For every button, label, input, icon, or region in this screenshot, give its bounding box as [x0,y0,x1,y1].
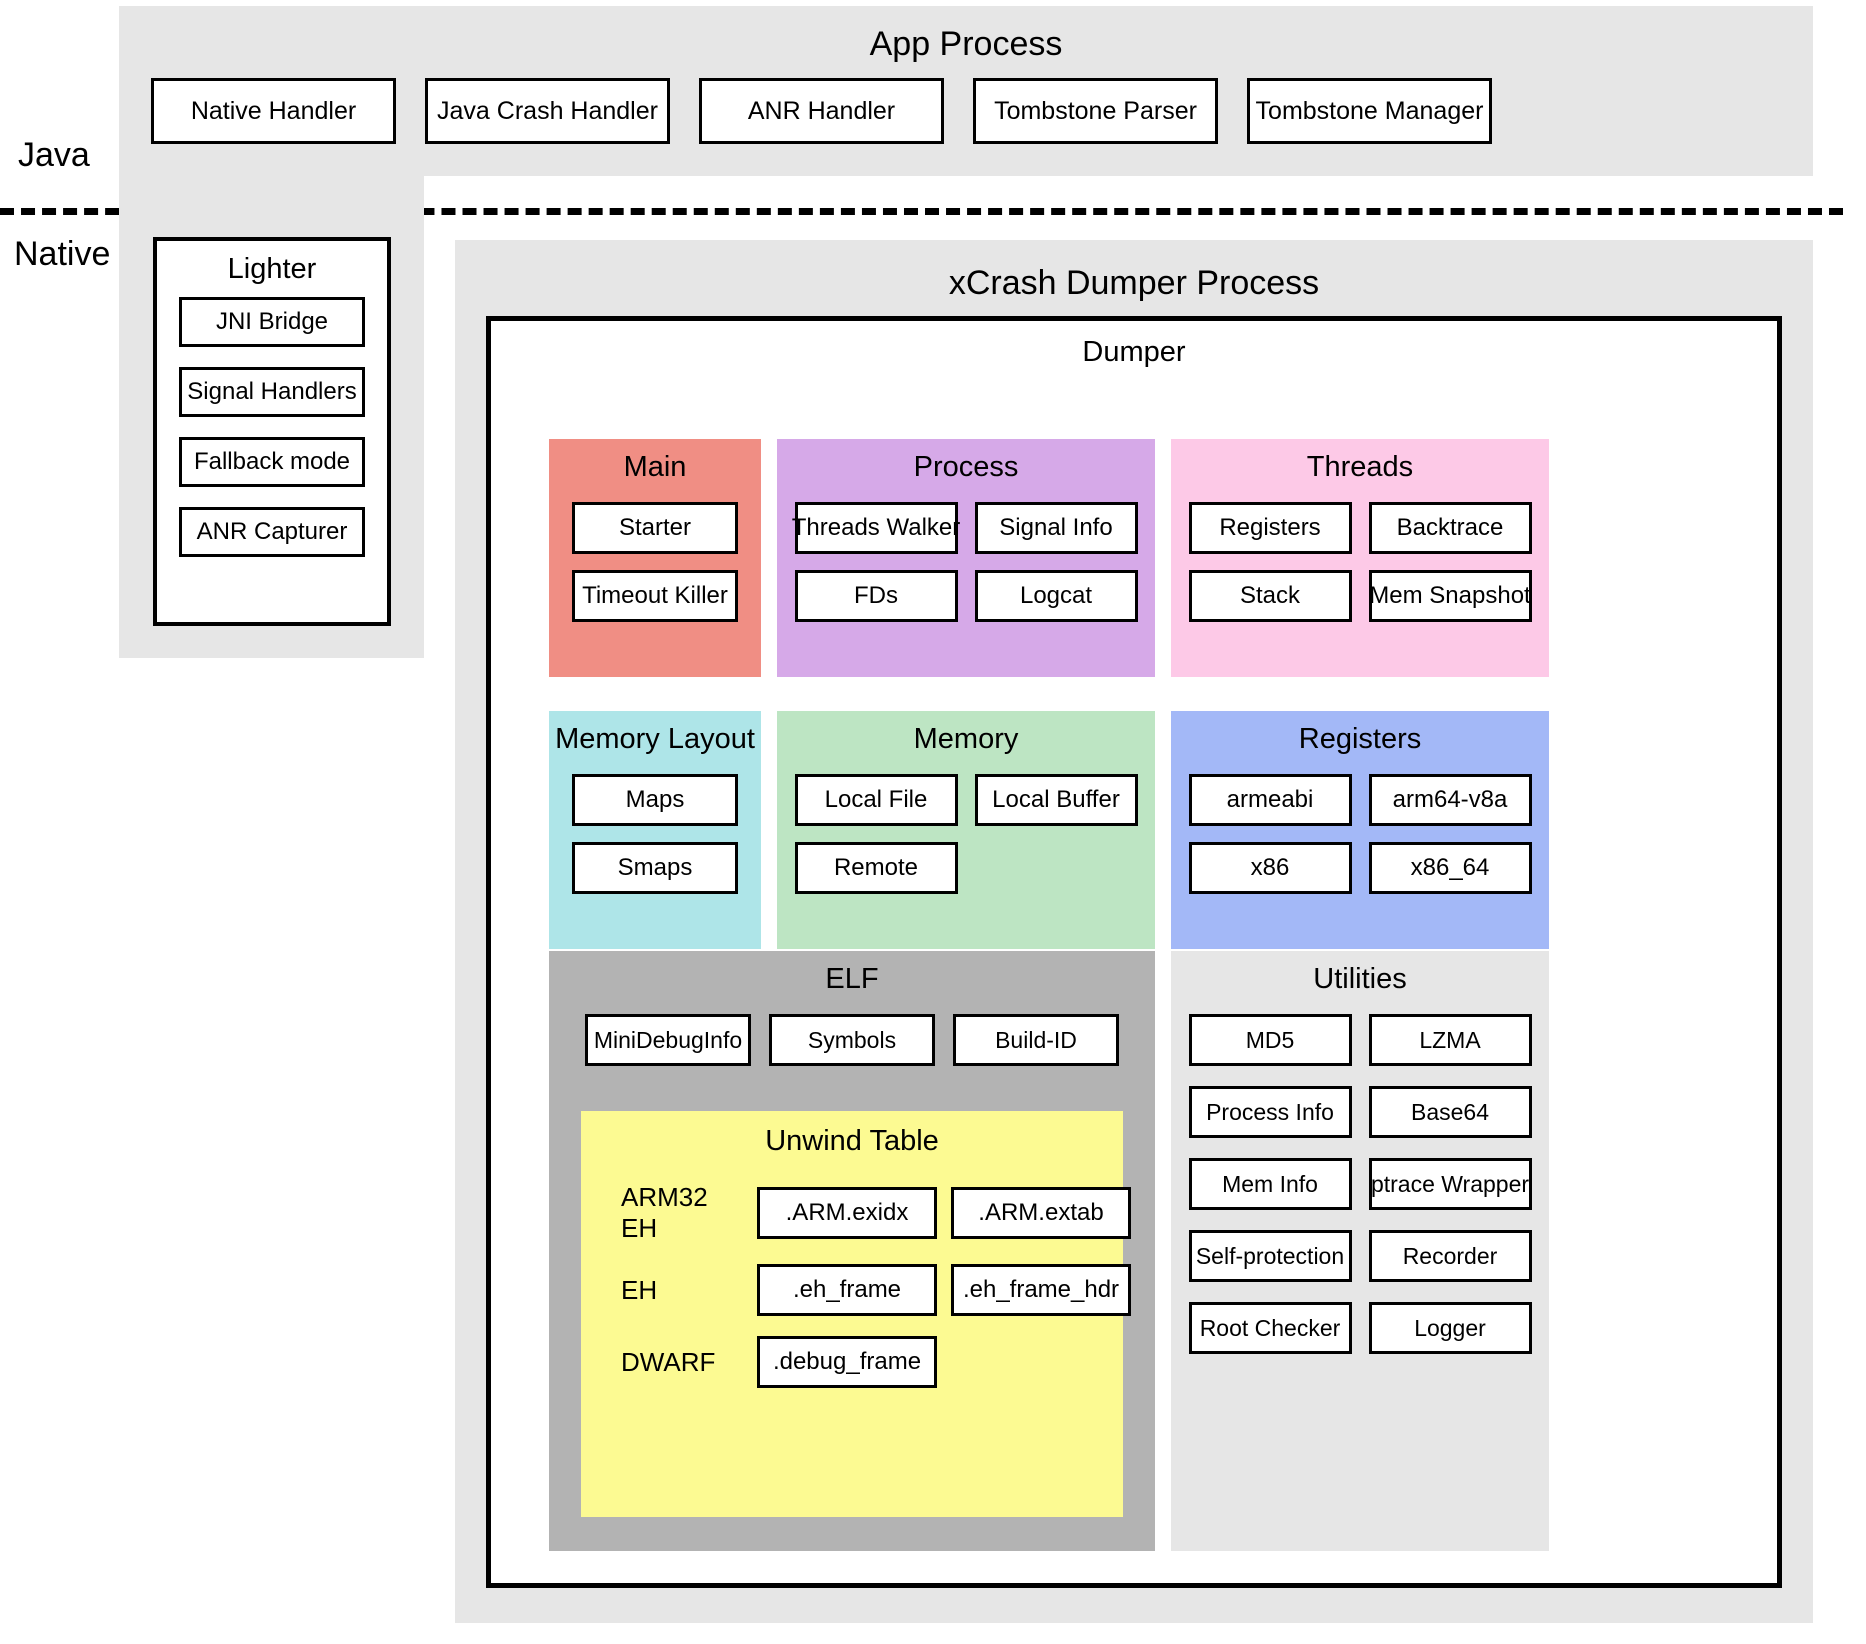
node-recorder[interactable]: Recorder [1368,1230,1532,1282]
unwind-row-label-arm32-eh: ARM32 EH [621,1182,708,1243]
node-mem-snapshot[interactable]: Mem Snapshot [1368,570,1532,622]
panel-memory-title: Memory [913,723,1019,755]
panel-unwind-table: Unwind Table ARM32 EH .ARM.exidx .ARM.ex… [581,1111,1131,1517]
panel-elf-title: ELF [825,963,879,995]
panel-main-title: Main [623,451,687,483]
app-process-handler-row: Native Handler Java Crash Handler ANR Ha… [119,78,1813,144]
node-smaps[interactable]: Smaps [572,842,738,894]
panel-utilities-items: MD5 LZMA Process Info Base64 Mem Info pt… [1171,1014,1549,1354]
panel-registers-title: Registers [1298,723,1422,755]
node-anr-handler[interactable]: ANR Handler [699,78,944,144]
panel-memory-layout: Memory Layout Maps Smaps [549,711,761,949]
node-symbols[interactable]: Symbols [769,1014,935,1066]
panel-process-items: Threads Walker Signal Info FDs Logcat [777,502,1155,639]
dumper-title: Dumper [1082,336,1186,368]
node-armeabi[interactable]: armeabi [1188,774,1352,826]
node-thread-registers[interactable]: Registers [1188,502,1352,554]
node-stack[interactable]: Stack [1188,570,1352,622]
node-lzma[interactable]: LZMA [1368,1014,1532,1066]
node-root-checker[interactable]: Root Checker [1188,1302,1352,1354]
node-tombstone-parser[interactable]: Tombstone Parser [973,78,1218,144]
unwind-row-eh: EH .eh_frame .eh_frame_hdr [581,1264,1131,1316]
node-signal-info[interactable]: Signal Info [974,502,1138,554]
node-threads-walker[interactable]: Threads Walker [792,502,960,554]
node-local-buffer[interactable]: Local Buffer [974,774,1138,826]
dumper-box: Dumper Main Starter Timeout Killer Proce… [486,316,1782,1588]
node-arm64-v8a[interactable]: arm64-v8a [1368,774,1532,826]
xcrash-dumper-process-title: xCrash Dumper Process [948,264,1320,302]
layer-label-java: Java [18,136,90,174]
panel-threads-items: Registers Backtrace Stack Mem Snapshot [1171,502,1549,639]
panel-utilities-title: Utilities [1313,963,1407,995]
panel-threads: Threads Registers Backtrace Stack Mem Sn… [1171,439,1549,677]
node-anr-capturer[interactable]: ANR Capturer [179,507,365,557]
lighter-title: Lighter [227,253,317,285]
app-process-title: App Process [869,25,1063,63]
node-local-file[interactable]: Local File [794,774,958,826]
node-x86[interactable]: x86 [1188,842,1352,894]
panel-registers: Registers armeabi arm64-v8a x86 x86_64 [1171,711,1549,949]
node-native-handler[interactable]: Native Handler [151,78,396,144]
panel-memory-items: Local File Local Buffer Remote [777,774,1155,911]
node-fds[interactable]: FDs [794,570,958,622]
node-x86-64[interactable]: x86_64 [1368,842,1532,894]
layer-label-native: Native [14,235,111,273]
node-self-protection[interactable]: Self-protection [1188,1230,1352,1282]
node-base64[interactable]: Base64 [1368,1086,1532,1138]
panel-process-title: Process [913,451,1019,483]
lighter-group-background: Lighter JNI Bridge Signal Handlers Fallb… [119,176,424,658]
node-build-id[interactable]: Build-ID [953,1014,1119,1066]
node-logger[interactable]: Logger [1368,1302,1532,1354]
panel-memory-layout-title: Memory Layout [555,723,755,755]
panel-main: Main Starter Timeout Killer [549,439,761,677]
node-arm-exidx[interactable]: .ARM.exidx [757,1187,937,1239]
node-process-info[interactable]: Process Info [1188,1086,1352,1138]
lighter-item-list: JNI Bridge Signal Handlers Fallback mode… [179,297,365,557]
unwind-row-label-eh: EH [621,1274,658,1305]
node-remote[interactable]: Remote [794,842,958,894]
node-jni-bridge[interactable]: JNI Bridge [179,297,365,347]
node-ptrace-wrapper[interactable]: ptrace Wrapper [1368,1158,1532,1210]
node-fallback-mode[interactable]: Fallback mode [179,437,365,487]
unwind-row-label-dwarf: DWARF [621,1346,716,1377]
node-maps[interactable]: Maps [572,774,738,826]
panel-elf: ELF MiniDebugInfo Symbols Build-ID Unwin… [549,951,1155,1551]
panel-unwind-table-title: Unwind Table [765,1125,939,1157]
node-mem-info[interactable]: Mem Info [1188,1158,1352,1210]
node-starter[interactable]: Starter [572,502,738,554]
java-native-divider [0,208,1843,215]
xcrash-dumper-process-group: xCrash Dumper Process Dumper Main Starte… [455,240,1813,1623]
node-timeout-killer[interactable]: Timeout Killer [572,570,738,622]
node-eh-frame[interactable]: .eh_frame [757,1264,937,1316]
node-eh-frame-hdr[interactable]: .eh_frame_hdr [951,1264,1131,1316]
panel-process: Process Threads Walker Signal Info FDs L… [777,439,1155,677]
node-backtrace[interactable]: Backtrace [1368,502,1532,554]
unwind-row-arm32-eh: ARM32 EH .ARM.exidx .ARM.extab [581,1182,1131,1244]
lighter-box: Lighter JNI Bridge Signal Handlers Fallb… [153,237,391,626]
panel-utilities: Utilities MD5 LZMA Process Info Base64 M… [1171,951,1549,1551]
node-md5[interactable]: MD5 [1188,1014,1352,1066]
panel-elf-items: MiniDebugInfo Symbols Build-ID [549,1014,1155,1066]
panel-main-items: Starter Timeout Killer [549,502,761,639]
node-signal-handlers[interactable]: Signal Handlers [179,367,365,417]
node-minidebuginfo[interactable]: MiniDebugInfo [585,1014,751,1066]
app-process-group: App Process Native Handler Java Crash Ha… [119,6,1813,176]
node-java-crash-handler[interactable]: Java Crash Handler [425,78,670,144]
node-tombstone-manager[interactable]: Tombstone Manager [1247,78,1492,144]
panel-memory: Memory Local File Local Buffer Remote [777,711,1155,949]
panel-memory-layout-items: Maps Smaps [549,774,761,911]
panel-threads-title: Threads [1306,451,1414,483]
panel-registers-items: armeabi arm64-v8a x86 x86_64 [1171,774,1549,911]
node-debug-frame[interactable]: .debug_frame [757,1336,937,1388]
unwind-row-dwarf: DWARF .debug_frame [581,1336,1123,1388]
node-logcat[interactable]: Logcat [974,570,1138,622]
node-arm-extab[interactable]: .ARM.extab [951,1187,1131,1239]
